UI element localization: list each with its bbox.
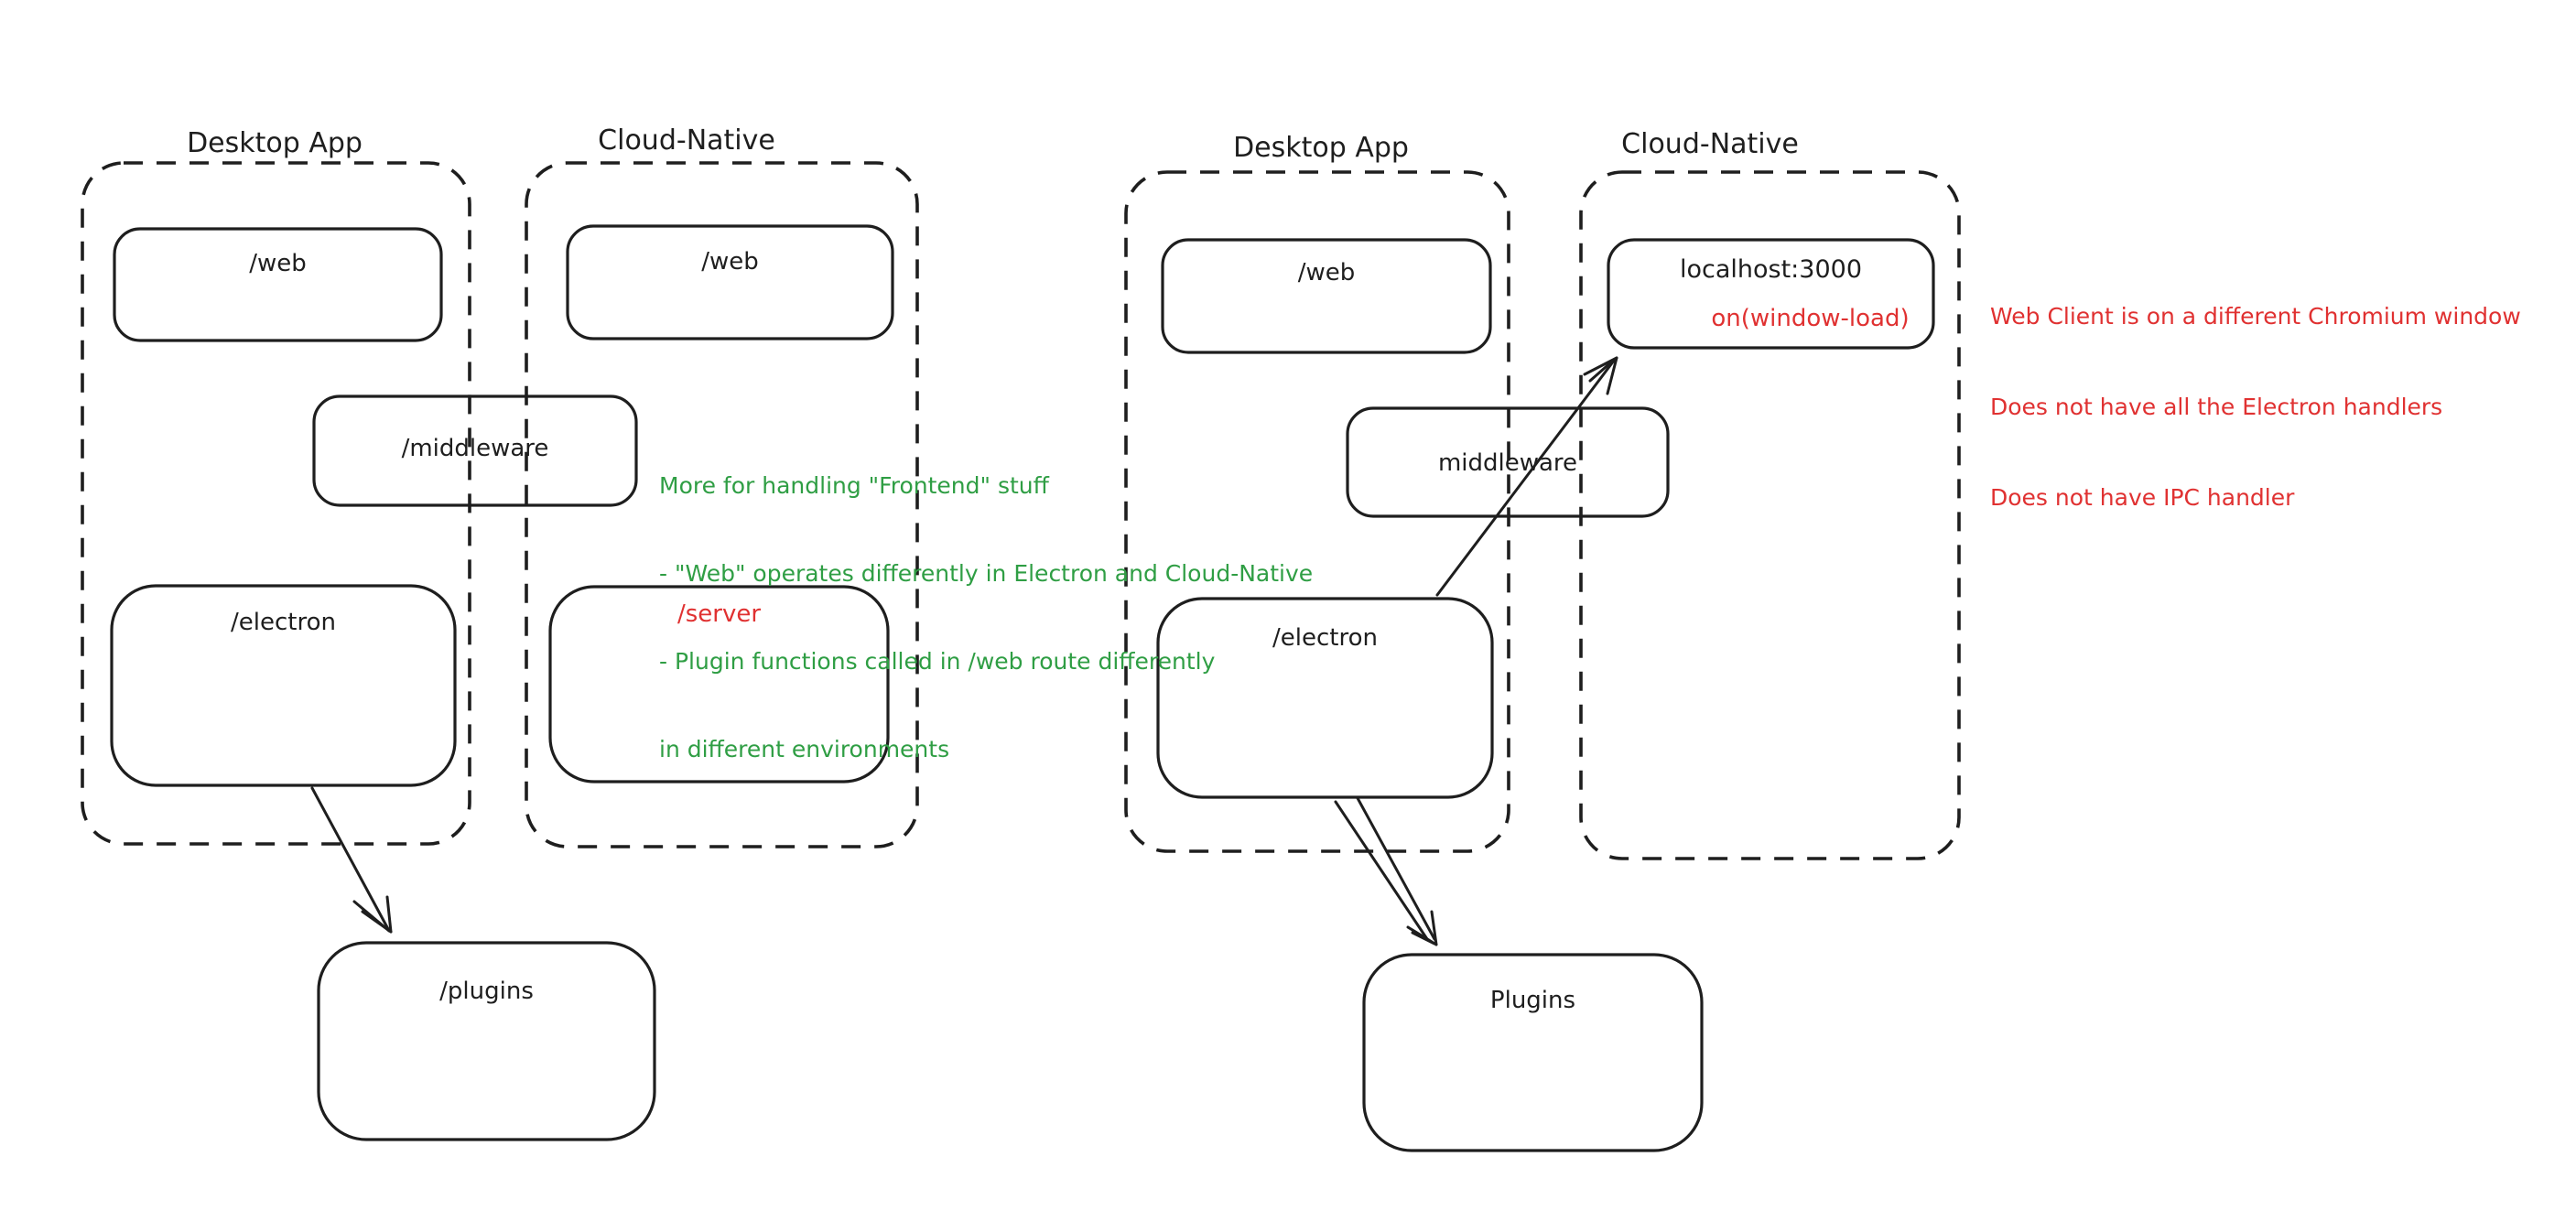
red-note-line-1: Web Client is on a different Chromium wi… bbox=[1990, 303, 2521, 330]
diagram2-window-load-label: on(window-load) bbox=[1711, 305, 1910, 332]
red-note: Web Client is on a different Chromium wi… bbox=[1990, 241, 2521, 573]
diagram2-plugins-label: Plugins bbox=[1489, 987, 1576, 1014]
diagram2-localhost-label: localhost:3000 bbox=[1679, 255, 1862, 284]
diagram1-web-cloud-label: /web bbox=[701, 248, 759, 276]
diagram1-electron-label: /electron bbox=[231, 609, 336, 636]
diagram1-electron-box bbox=[110, 584, 457, 787]
diagram2-electron-box bbox=[1156, 597, 1494, 799]
diagram1-desktop-group-label: Desktop App bbox=[187, 127, 363, 159]
diagram1-plugins-label: /plugins bbox=[439, 978, 534, 1005]
green-note-line-4: in different environments bbox=[659, 736, 950, 762]
diagram2-middleware-label: middleware bbox=[1437, 449, 1578, 477]
red-note-line-2: Does not have all the Electron handlers bbox=[1990, 394, 2443, 420]
red-note-line-3: Does not have IPC handler bbox=[1990, 484, 2295, 511]
green-note-line-2: - "Web" operates differently in Electron… bbox=[659, 560, 1314, 587]
diagram2-desktop-group-label: Desktop App bbox=[1233, 132, 1409, 164]
diagram2-localhost-box bbox=[1607, 238, 1935, 350]
diagram2-electron-to-plugins-arrow bbox=[1334, 796, 1438, 946]
diagram2-electron-label: /electron bbox=[1272, 624, 1378, 652]
diagram1-web-desktop-box bbox=[113, 227, 443, 342]
diagram1-cloud-group-label: Cloud-Native bbox=[598, 124, 775, 157]
diagram2-desktop-container bbox=[1124, 170, 1510, 853]
diagram1-server-label: /server bbox=[676, 600, 762, 628]
diagram1-middleware-label: /middleware bbox=[401, 435, 549, 462]
green-note-line-1: More for handling "Frontend" stuff bbox=[659, 472, 1049, 499]
diagram1-desktop-container bbox=[81, 161, 471, 846]
diagram1-cloud-container bbox=[525, 161, 919, 848]
diagram2-cloud-group-label: Cloud-Native bbox=[1621, 128, 1799, 160]
diagram1-web-desktop-label: /web bbox=[249, 250, 307, 277]
diagram1-electron-to-plugins-arrow bbox=[310, 786, 393, 934]
diagram2-web-label: /web bbox=[1297, 259, 1356, 286]
diagram1-server-box bbox=[548, 585, 890, 784]
diagram1-middleware-box bbox=[312, 394, 638, 507]
diagram1-web-cloud-box bbox=[566, 224, 894, 340]
diagram1-plugins-box bbox=[317, 941, 656, 1141]
green-note: More for handling "Frontend" stuff - "We… bbox=[659, 413, 1313, 823]
diagram2-middleware-box bbox=[1346, 406, 1670, 518]
green-note-line-3: - Plugin functions called in /web route … bbox=[659, 648, 1216, 675]
diagram2-plugins-box bbox=[1362, 953, 1704, 1152]
diagram2-electron-to-localhost-arrow bbox=[1435, 356, 1618, 597]
diagram2-web-box bbox=[1161, 238, 1492, 354]
